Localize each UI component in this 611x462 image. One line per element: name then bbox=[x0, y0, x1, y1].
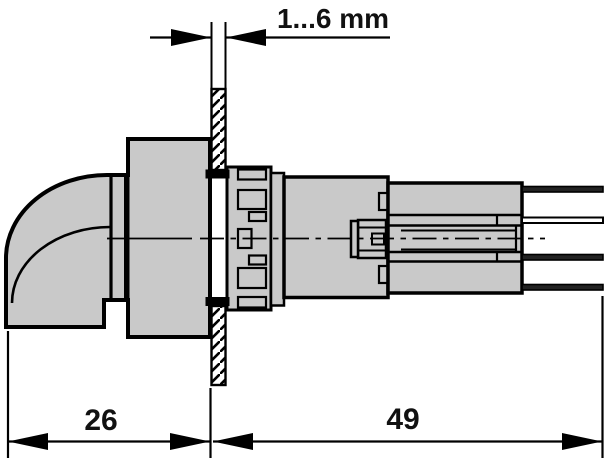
dimension-arrow bbox=[171, 29, 211, 46]
flange-contact-top bbox=[205, 169, 230, 179]
dimension-panel-thickness: 1...6 mm bbox=[150, 3, 390, 88]
lever-inner-contour bbox=[10, 225, 111, 304]
terminal-pin bbox=[521, 283, 604, 291]
front-depth-label: 26 bbox=[84, 404, 117, 437]
dimension-arrow bbox=[226, 29, 266, 46]
mounting-panel bbox=[205, 87, 230, 387]
panel-thickness-label: 1...6 mm bbox=[277, 3, 389, 34]
dimension-rear-depth: 49 bbox=[213, 296, 604, 458]
dimension-arrow bbox=[213, 433, 253, 450]
latch-tab-top bbox=[377, 191, 389, 212]
flange-contact-bottom bbox=[205, 297, 230, 306]
terminal-pin bbox=[521, 253, 604, 261]
fixing-nut-serrations bbox=[236, 168, 268, 309]
rear-depth-label: 49 bbox=[386, 403, 419, 436]
dimension-arrow bbox=[170, 433, 210, 450]
panel-cross-section-bottom bbox=[210, 304, 227, 387]
dimension-arrow bbox=[8, 433, 48, 450]
terminal-pin bbox=[521, 216, 604, 224]
switch-body bbox=[282, 175, 390, 300]
latch-tab-bottom bbox=[377, 264, 389, 285]
panel-cross-section-top bbox=[210, 87, 227, 172]
terminal-pins bbox=[521, 185, 604, 291]
dimension-arrow bbox=[562, 433, 602, 450]
terminal-pin bbox=[521, 185, 604, 193]
dimension-front-depth: 26 bbox=[6, 331, 212, 458]
